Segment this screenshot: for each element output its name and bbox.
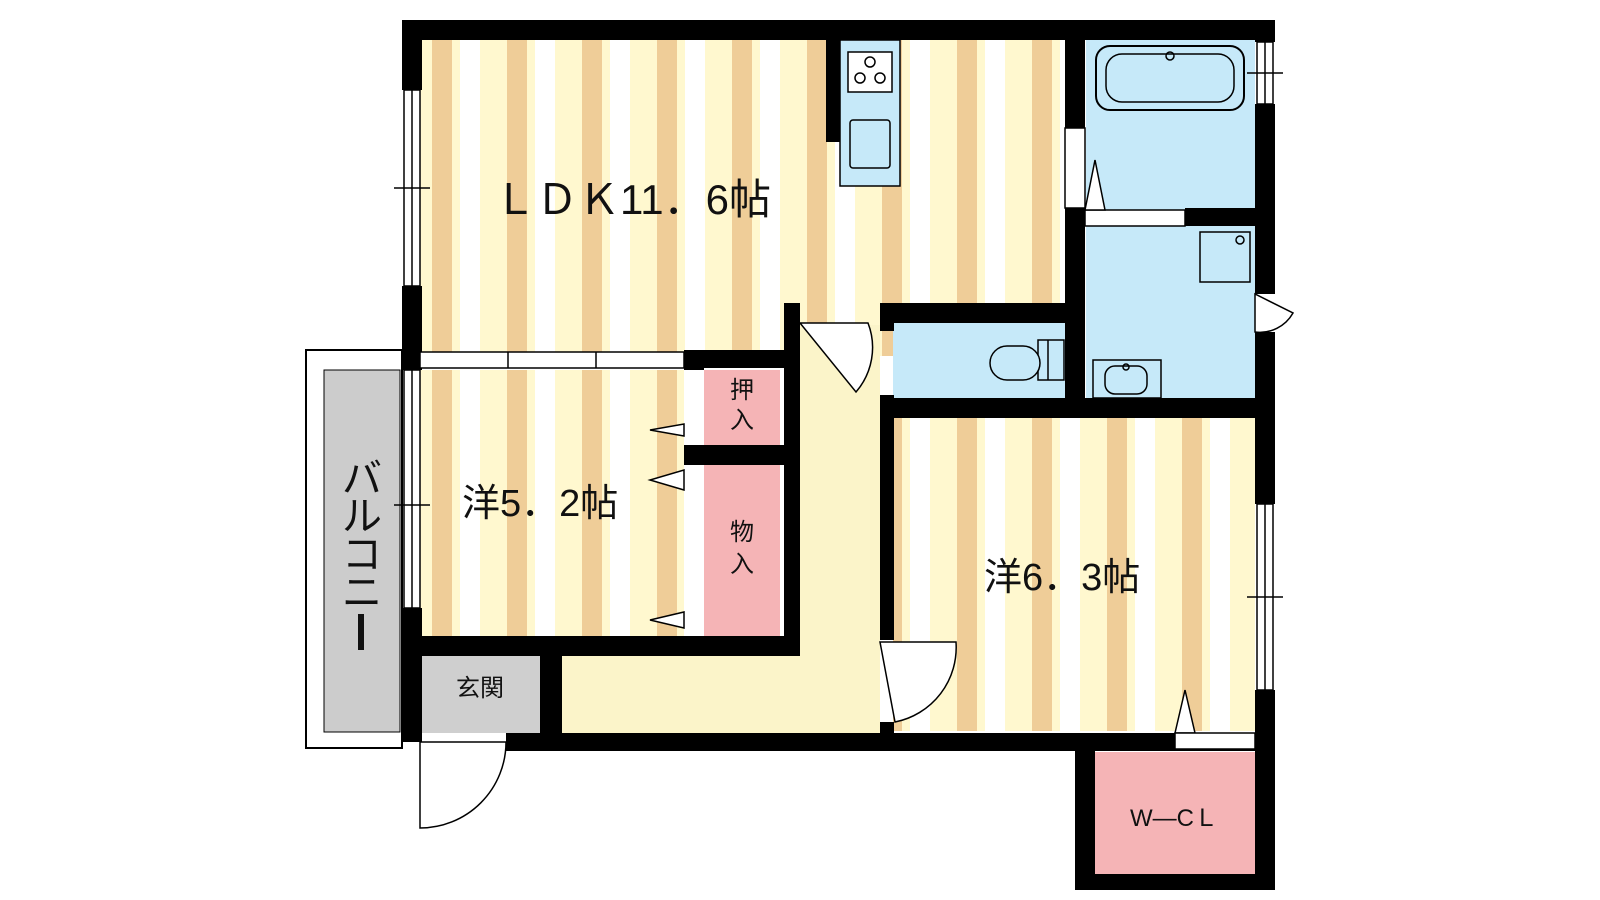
bath-sliding-door (1064, 127, 1086, 209)
doors (419, 159, 1295, 829)
wcl-area (1093, 752, 1255, 878)
washroom-door (1084, 209, 1186, 227)
monoire-area (704, 465, 780, 637)
washing-machine-icon (1199, 231, 1251, 283)
genkan-label: 玄関 (456, 675, 504, 702)
stove-icon (847, 51, 893, 93)
balcony-char-1: バ (342, 457, 382, 501)
hall-floor-2 (560, 656, 880, 733)
monoire-label-2: 入 (730, 551, 754, 578)
ldk-label: ＬＤＫ11．6帖 (494, 176, 771, 223)
western-right-floor (893, 418, 1255, 731)
western-right-label: 洋6．3帖 (984, 557, 1140, 599)
oshiire-label-1: 押 (730, 377, 754, 404)
sink-icon (849, 119, 891, 169)
sliding-door (419, 351, 685, 369)
toilet-icon (989, 339, 1065, 381)
western-left-label: 洋5．2帖 (462, 483, 618, 525)
bathtub-icon (1095, 45, 1245, 111)
svg-text:ー: ー (342, 609, 382, 653)
monoire-label-1: 物 (730, 519, 754, 546)
genkan-area (420, 656, 540, 733)
balcony-char-3: コ (342, 533, 382, 577)
balcony-char-5: ー (342, 609, 382, 653)
oshiire-label-2: 入 (730, 407, 754, 434)
walls (402, 20, 1275, 890)
balcony-char-2: ル (342, 495, 382, 539)
windows (394, 41, 1283, 691)
western-left-floor (420, 370, 684, 636)
balcony-char-4: ニ (342, 571, 382, 615)
wcl-label: W―CＬ (1130, 805, 1218, 832)
oshiire-area (704, 370, 780, 445)
balcony-floor (323, 369, 401, 733)
